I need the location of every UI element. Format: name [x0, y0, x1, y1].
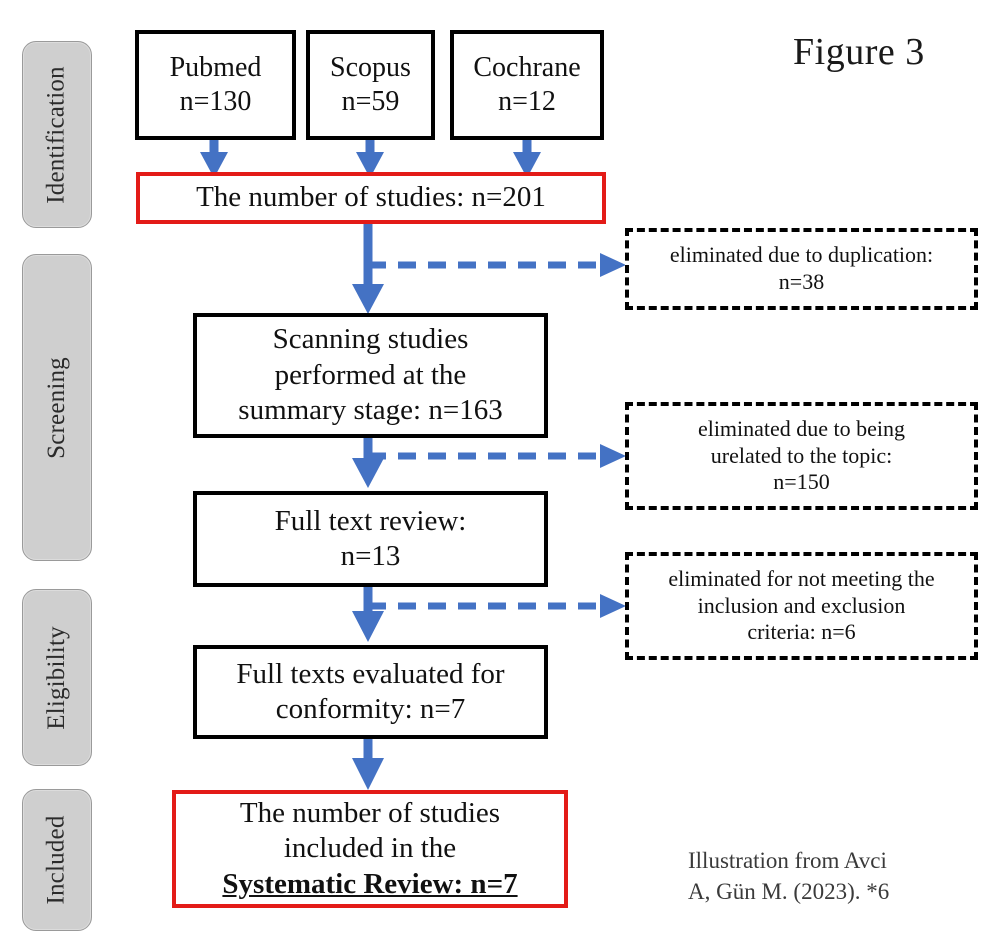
exclusion-box-unrelated-topic[interactable]: eliminated due to being urelated to the …	[625, 402, 978, 510]
exclusion-box-criteria-text: eliminated for not meeting the inclusion…	[660, 564, 942, 648]
source-name-cochrane: Cochrane	[473, 51, 581, 83]
included-line-3: Systematic Review: n=7	[222, 867, 518, 900]
node-full-text-review[interactable]: Full text review: n=13	[193, 491, 548, 587]
illustration-credit: Illustration from Avci A, Gün M. (2023).…	[688, 845, 988, 907]
stage-pill-eligibility[interactable]: Eligibility	[22, 589, 92, 766]
source-box-cochrane[interactable]: Cochrane n=12	[450, 30, 604, 140]
exclusion-box-duplication[interactable]: eliminated due to duplication: n=38	[625, 228, 978, 310]
node-full-text-review-text: Full text review: n=13	[267, 502, 475, 577]
node-total-records[interactable]: The number of studies: n=201	[136, 172, 606, 224]
node-screening[interactable]: Scanning studies performed at the summar…	[193, 313, 548, 438]
evaluated-line-1: Full texts evaluated for	[236, 657, 505, 690]
screening-line-2: performed at the	[274, 358, 467, 391]
source-count-pubmed: n=130	[179, 86, 252, 117]
exclusion-box-unrelated-topic-text: eliminated due to being urelated to the …	[690, 414, 913, 498]
node-full-texts-evaluated[interactable]: Full texts evaluated for conformity: n=7	[193, 645, 548, 739]
screening-line-1: Scanning studies	[272, 323, 469, 356]
source-box-pubmed-text: Pubmed n=130	[162, 49, 270, 121]
stage-pill-screening[interactable]: Screening	[22, 254, 92, 561]
node-included-studies[interactable]: The number of studies included in the Sy…	[172, 790, 568, 908]
full-text-review-line-2: n=13	[340, 540, 401, 572]
exclusion-criteria-line-3: criteria: n=6	[747, 619, 856, 645]
screening-line-3: summary stage: n=163	[238, 394, 503, 427]
stage-pill-identification[interactable]: Identification	[22, 41, 92, 228]
full-text-review-line-1: Full text review:	[274, 504, 467, 537]
page-title: Figure 3	[793, 31, 925, 73]
node-total-records-text: The number of studies: n=201	[188, 178, 554, 217]
source-count-scopus: n=59	[341, 86, 400, 117]
source-box-scopus-text: Scopus n=59	[322, 49, 419, 121]
exclusion-unrelated-line-1: eliminated due to being	[697, 415, 906, 441]
included-line-1: The number of studies	[239, 796, 501, 829]
evaluated-line-2: conformity: n=7	[275, 693, 466, 725]
source-box-cochrane-text: Cochrane n=12	[465, 49, 588, 121]
exclusion-unrelated-line-3: n=150	[773, 469, 830, 495]
node-included-studies-text: The number of studies included in the Sy…	[214, 794, 525, 904]
credit-line-2: A, Gün M. (2023). *6	[688, 879, 890, 905]
source-count-cochrane: n=12	[498, 86, 556, 117]
source-box-pubmed[interactable]: Pubmed n=130	[135, 30, 296, 140]
credit-line-1: Illustration from Avci	[688, 848, 887, 873]
exclusion-duplication-line-2: n=38	[778, 269, 825, 294]
exclusion-criteria-line-1: eliminated for not meeting the	[668, 565, 935, 591]
exclusion-box-duplication-text: eliminated due to duplication: n=38	[662, 240, 941, 298]
included-line-2: included in the	[283, 832, 457, 865]
total-records-line: The number of studies: n=201	[196, 181, 546, 214]
source-name-pubmed: Pubmed	[169, 51, 262, 83]
node-full-texts-evaluated-text: Full texts evaluated for conformity: n=7	[228, 655, 512, 730]
exclusion-criteria-line-2: inclusion and exclusion	[697, 592, 906, 618]
source-name-scopus: Scopus	[330, 51, 411, 83]
exclusion-box-criteria[interactable]: eliminated for not meeting the inclusion…	[625, 552, 978, 660]
exclusion-duplication-line-1: eliminated due to duplication:	[669, 242, 934, 268]
source-box-scopus[interactable]: Scopus n=59	[306, 30, 435, 140]
exclusion-unrelated-line-2: urelated to the topic:	[710, 442, 893, 468]
stage-pill-included[interactable]: Included	[22, 789, 92, 931]
node-screening-text: Scanning studies performed at the summar…	[230, 320, 510, 430]
